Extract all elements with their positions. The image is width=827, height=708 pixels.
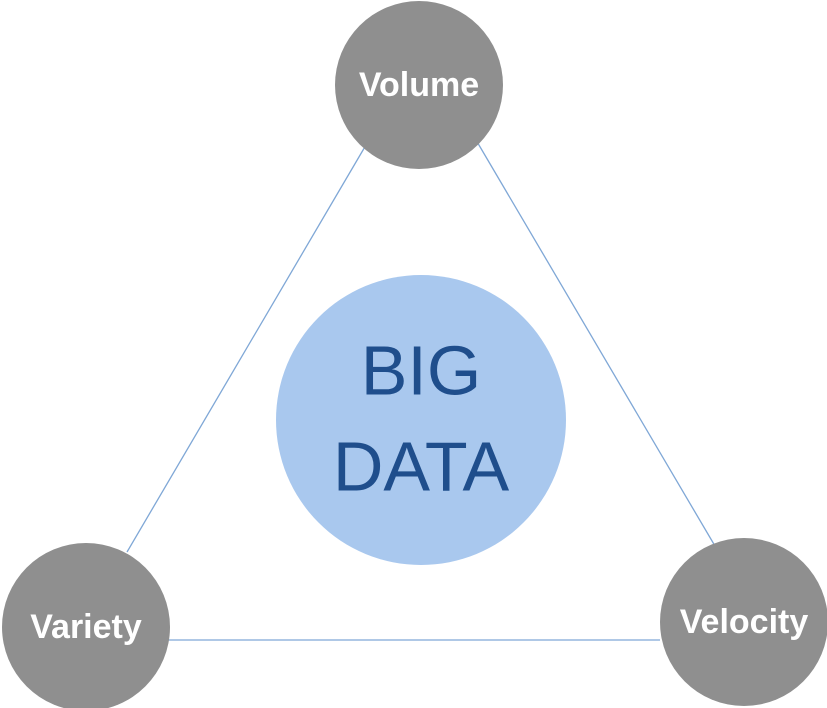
edge-volume-velocity bbox=[475, 139, 716, 547]
node-variety-circle bbox=[2, 543, 170, 708]
node-volume-circle bbox=[335, 1, 503, 169]
center-label-line-2: DATA bbox=[333, 427, 510, 505]
edges bbox=[126, 139, 716, 641]
node-velocity: Velocity bbox=[660, 538, 827, 706]
node-velocity-circle bbox=[660, 538, 827, 706]
center-node: BIG DATA bbox=[276, 275, 566, 565]
node-variety: Variety bbox=[2, 543, 170, 708]
node-variety-label: Variety bbox=[30, 608, 142, 646]
node-velocity-label: Velocity bbox=[680, 603, 809, 641]
center-circle bbox=[276, 275, 566, 565]
center-label-line-1: BIG bbox=[361, 331, 482, 409]
node-volume: Volume bbox=[335, 1, 503, 169]
node-volume-label: Volume bbox=[359, 66, 479, 104]
edge-volume-variety bbox=[126, 144, 367, 553]
